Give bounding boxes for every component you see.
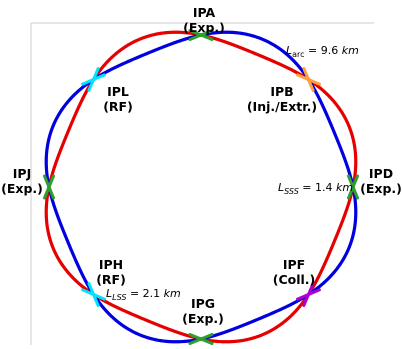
ip-role: (Exp.)	[360, 181, 402, 196]
ip-label-ipj: IPJ (Exp.)	[1, 166, 43, 196]
ip-role: (Inj./Extr.)	[247, 99, 317, 114]
ip-role: (RF)	[103, 99, 133, 114]
crossing-stroke	[87, 282, 100, 307]
crossing-markers	[43, 29, 359, 345]
lss-length-annotation: LLSS = 2.1 km	[106, 287, 181, 302]
ip-label-ipa: IPA (Exp.)	[183, 5, 225, 35]
ip-name: IPJ	[13, 166, 31, 181]
ip-name: IPG	[191, 296, 215, 311]
ip-name: IPB	[270, 84, 293, 99]
crossing-marker-ipa	[188, 29, 214, 41]
crossing-marker-ipb	[296, 67, 321, 92]
crossing-marker-ipg	[188, 333, 214, 345]
ip-label-ipg: IPG (Exp.)	[182, 296, 224, 326]
ip-name: IPD	[369, 166, 393, 181]
crossing-stroke	[347, 174, 359, 200]
ip-name: IPL	[107, 84, 129, 99]
ip-role: (Coll.)	[273, 272, 316, 287]
crossing-stroke	[188, 29, 214, 41]
ip-name: IPF	[283, 257, 305, 272]
crossing-marker-ipl	[81, 67, 106, 92]
ip-label-ipd: IPD (Exp.)	[360, 166, 402, 196]
crossing-marker-ipj	[43, 174, 55, 200]
crossing-marker-iph	[81, 282, 106, 307]
ip-name: IPA	[193, 5, 216, 20]
crossing-marker-ipf	[296, 282, 321, 307]
arc-length-annotation: Larc = 9.6 km	[286, 44, 359, 59]
crossing-stroke	[302, 67, 315, 92]
ip-label-ipf: IPF (Coll.)	[273, 257, 316, 287]
crossing-stroke	[188, 333, 214, 345]
crossing-stroke	[43, 174, 55, 200]
crossing-marker-ipd	[347, 174, 359, 200]
crossing-stroke	[296, 288, 321, 301]
ip-label-ipl: IPL (RF)	[103, 84, 133, 114]
crossing-stroke	[81, 73, 106, 86]
ip-role: (Exp.)	[1, 181, 43, 196]
sss-length-annotation: LSSS = 1.4 km	[278, 181, 353, 196]
ip-name: IPH	[99, 257, 123, 272]
ip-label-ipb: IPB (Inj./Extr.)	[247, 84, 317, 114]
ip-role: (Exp.)	[182, 311, 224, 326]
ip-role: (Exp.)	[183, 20, 225, 35]
ip-label-iph: IPH (RF)	[96, 257, 126, 287]
ip-role: (RF)	[96, 272, 126, 287]
